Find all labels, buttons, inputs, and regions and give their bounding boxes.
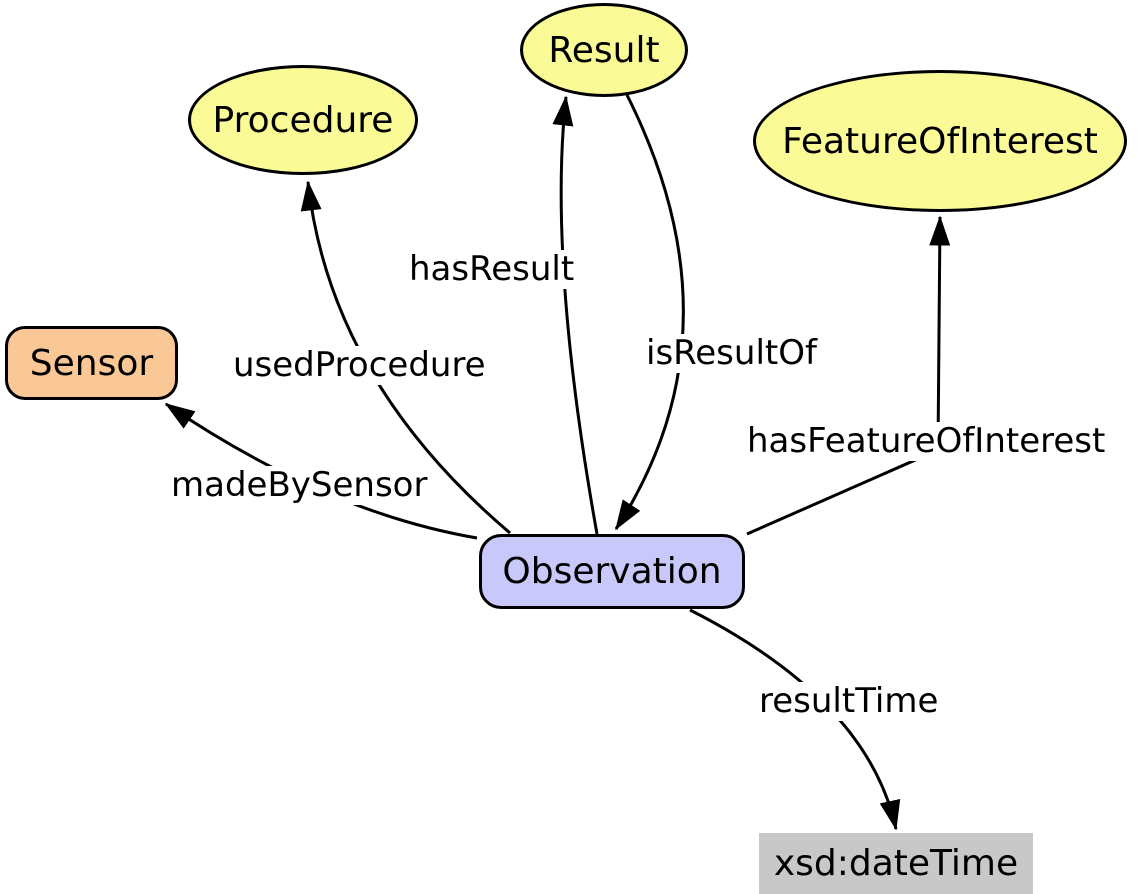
edge-label-isresultof: isResultOf	[643, 333, 820, 374]
node-observation-label: Observation	[502, 551, 722, 592]
edge-label-resulttime: resultTime	[756, 681, 942, 722]
node-featureofinterest: FeatureOfInterest	[753, 70, 1127, 212]
edge-isresultof-line	[614, 94, 685, 531]
edge-label-usedprocedure: usedProcedure	[230, 345, 489, 386]
node-featureofinterest-label: FeatureOfInterest	[782, 120, 1098, 162]
edge-hasresult-line	[552, 95, 599, 535]
node-sensor-label: Sensor	[29, 342, 154, 384]
edge-label-hasresult: hasResult	[406, 249, 578, 290]
node-sensor: Sensor	[5, 326, 178, 400]
node-procedure-label: Procedure	[212, 99, 394, 141]
edge-label-madebysensor: madeBySensor	[168, 465, 431, 506]
node-observation: Observation	[479, 534, 745, 609]
node-xsd-datetime: xsd:dateTime	[759, 833, 1033, 894]
edge-hasfeatureofinterest-line	[746, 215, 951, 536]
node-result: Result	[520, 3, 688, 97]
node-procedure: Procedure	[188, 65, 418, 175]
node-xsd-datetime-label: xsd:dateTime	[773, 843, 1019, 884]
edge-label-hasfeatureofinterest: hasFeatureOfInterest	[744, 421, 1109, 462]
node-result-label: Result	[548, 29, 660, 71]
